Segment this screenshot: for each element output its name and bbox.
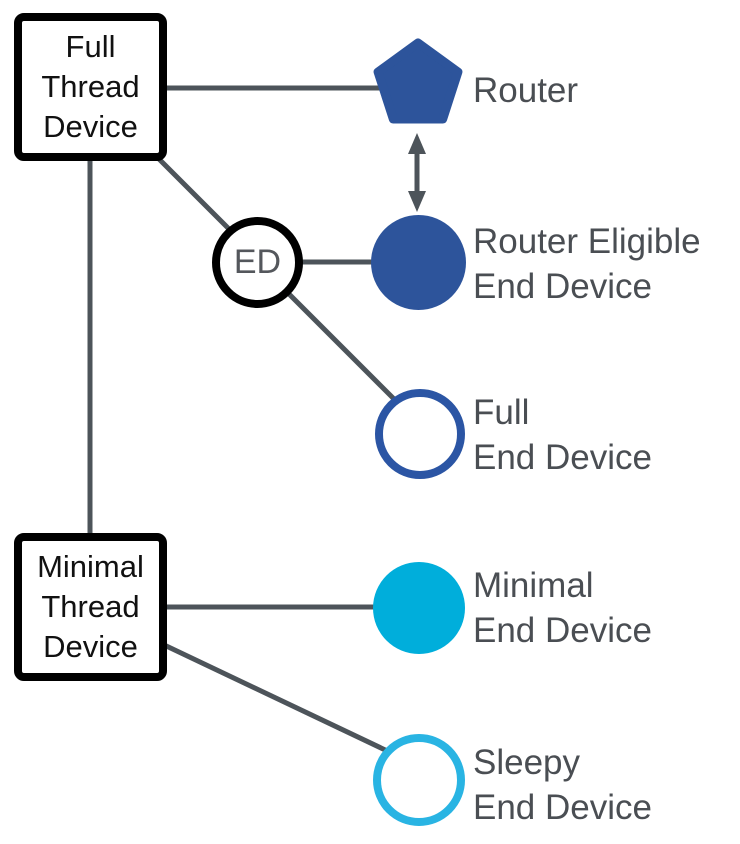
sleepy-end-device-label-line2: End Device: [473, 788, 652, 827]
full-end-device-label: Full End Device: [473, 390, 652, 480]
sleepy-end-device-label-line1: Sleepy: [473, 743, 581, 782]
sleepy-end-device-label: Sleepy End Device: [473, 740, 652, 830]
minimal-end-device-node: [373, 562, 465, 654]
full-thread-device-line1: Full: [65, 29, 116, 64]
minimal-thread-device-line1: Minimal: [37, 549, 144, 584]
router-reed-bidirectional-arrow: [408, 133, 426, 212]
full-thread-device-line2: Thread: [41, 69, 140, 104]
sleepy-end-device-node: [373, 734, 465, 826]
router-eligible-end-device-label: Router Eligible End Device: [473, 219, 701, 309]
full-thread-device-line3: Device: [43, 109, 138, 144]
router-pentagon-icon: [373, 38, 463, 124]
ed-label: ED: [233, 243, 282, 281]
full-end-device-node: [375, 389, 465, 479]
minimal-thread-device-line3: Device: [43, 629, 138, 664]
edge-ed-fed: [281, 286, 404, 409]
full-thread-device-box: Full Thread Device: [14, 13, 167, 161]
router-label: Router: [473, 71, 579, 110]
router-eligible-label-line1: Router Eligible: [473, 222, 701, 261]
minimal-end-device-label-line1: Minimal: [473, 566, 594, 605]
router-eligible-end-device-node: [371, 215, 466, 310]
arrow-head-bottom-icon: [408, 191, 426, 212]
minimal-thread-device-line2: Thread: [41, 589, 140, 624]
router-eligible-label-line2: End Device: [473, 267, 652, 306]
full-end-device-label-line1: Full: [473, 393, 530, 432]
minimal-end-device-label: Minimal End Device: [473, 563, 652, 653]
minimal-end-device-label-line2: End Device: [473, 611, 652, 650]
full-end-device-label-line2: End Device: [473, 438, 652, 477]
arrow-head-top-icon: [408, 133, 426, 154]
minimal-thread-device-box: Minimal Thread Device: [14, 533, 167, 681]
ed-node: ED: [212, 217, 303, 308]
edge-mtd-sed: [158, 640, 402, 760]
